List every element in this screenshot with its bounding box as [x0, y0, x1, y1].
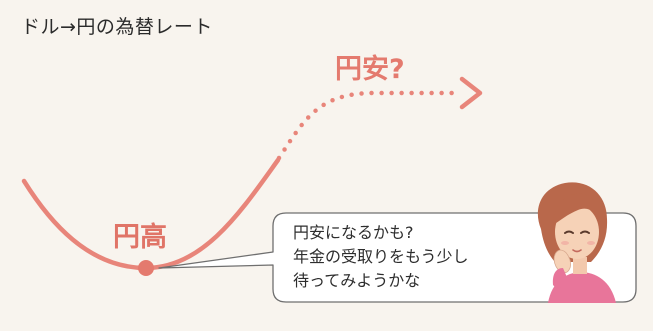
speech-bubble-line-1: 円安になるかも? [293, 223, 414, 242]
woman-thinking-icon [537, 182, 616, 303]
speech-bubble-text: 円安になるかも? 年金の受取りをもう少し 待ってみようかな [293, 221, 525, 293]
yen-weak-label: 円安? [335, 54, 405, 85]
speech-bubble [158, 212, 637, 303]
speech-bubble-line-2: 年金の受取りをもう少し [293, 247, 469, 266]
speech-bubble-line-3: 待ってみようかな [293, 271, 421, 290]
arrow-head-icon [459, 76, 483, 110]
exchange-rate-curve-projection [276, 90, 464, 161]
yen-strong-point [138, 260, 154, 276]
yen-strong-label: 円高 [113, 222, 167, 253]
page-title: ドル→円の為替レート [21, 16, 213, 38]
